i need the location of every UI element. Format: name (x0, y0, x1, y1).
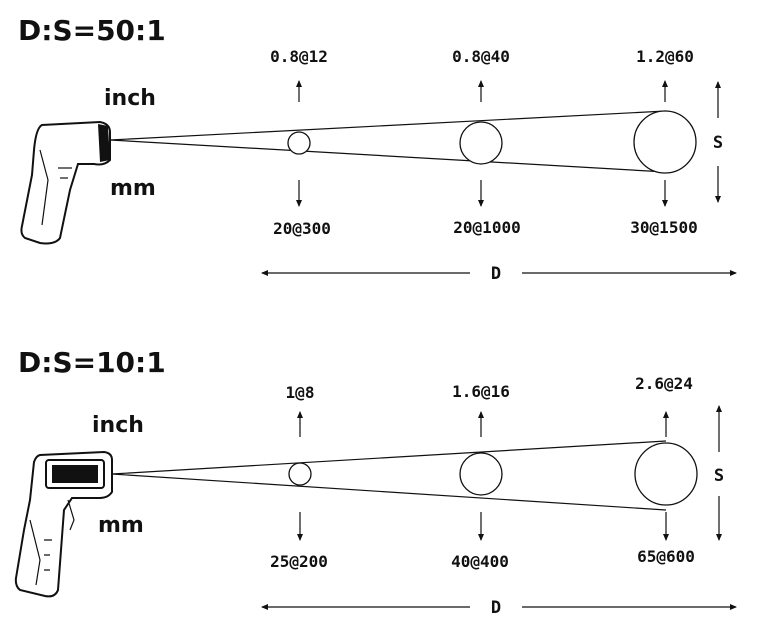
spot-inch-label: 1@8 (286, 383, 315, 402)
spot-inch-label: 1.2@60 (636, 47, 694, 66)
beam-edge-lower (109, 139, 667, 173)
distance-label: D (491, 264, 501, 284)
spot-mm-label: 20@300 (273, 219, 331, 238)
spot-circle (634, 442, 698, 506)
spot-mm-label: 65@600 (637, 547, 695, 566)
spot-size-label: S (713, 133, 723, 153)
beam-edge-lower (111, 473, 667, 511)
spot-circle (633, 110, 697, 174)
spot-circle (459, 121, 503, 165)
spot-mm-label: 20@1000 (453, 218, 520, 237)
spot-circle (459, 452, 503, 496)
distance-label: D (491, 598, 501, 618)
unit-inch-label: inch (92, 413, 144, 438)
spot-inch-label: 1.6@16 (452, 382, 510, 401)
unit-inch-label: inch (104, 86, 156, 111)
spot-mm-label: 30@1500 (630, 218, 697, 237)
spot-inch-label: 0.8@40 (452, 47, 510, 66)
spot-inch-label: 2.6@24 (635, 374, 693, 393)
spot-circle (288, 462, 312, 486)
unit-mm-label: mm (98, 513, 144, 538)
beam-edge-upper (111, 440, 667, 475)
bottom-diagram: D:S=10:1 inch mm 1@8 1.6@16 2.6@24 25@20… (14, 346, 737, 618)
spot-circle (287, 131, 311, 155)
spot-mm-label: 40@400 (451, 552, 509, 571)
spot-inch-label: 0.8@12 (270, 47, 328, 66)
infrared-thermometer-icon (20, 120, 111, 245)
unit-mm-label: mm (110, 176, 156, 201)
infrared-thermometer-icon (14, 450, 113, 598)
top-diagram: D:S=50:1 inch mm 0.8@12 0.8@40 1.2@60 20… (18, 14, 737, 284)
spot-mm-label: 25@200 (270, 552, 328, 571)
spot-size-label: S (714, 466, 724, 486)
ratio-title: D:S=50:1 (18, 14, 166, 47)
beam-edge-upper (109, 110, 667, 141)
ratio-title: D:S=10:1 (18, 346, 166, 379)
